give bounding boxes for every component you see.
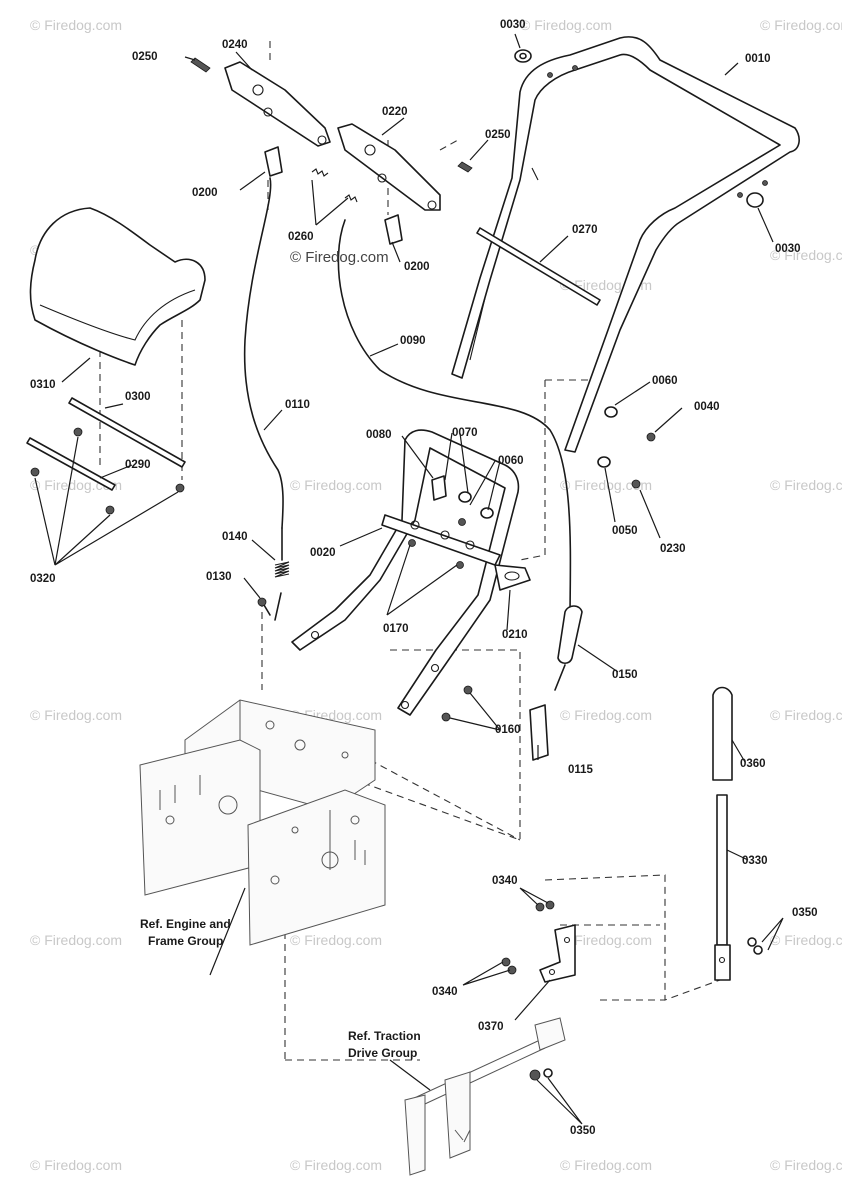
bracket-0210 xyxy=(494,564,531,591)
callout-0040: 0040 xyxy=(694,401,720,413)
watermark-faint: © Firedog.com xyxy=(520,17,612,33)
callout-0350: 0350 xyxy=(570,1125,596,1137)
firedog-watermark: © Firedog.com xyxy=(290,249,389,266)
watermark-faint: © Firedog.com xyxy=(770,1157,842,1173)
screws-0320 xyxy=(30,427,185,515)
rod-0270 xyxy=(476,227,601,306)
callout-0200: 0200 xyxy=(404,261,430,273)
callout-0360: 0360 xyxy=(740,758,766,770)
callout-0250: 0250 xyxy=(132,51,158,63)
cable-0110 xyxy=(243,177,284,529)
callout-0050: 0050 xyxy=(612,525,638,537)
callout-0320: 0320 xyxy=(30,573,56,585)
callout-0080: 0080 xyxy=(366,429,392,441)
callout-0330: 0330 xyxy=(742,855,768,867)
callout-0030: 0030 xyxy=(775,243,801,255)
callout-0030: 0030 xyxy=(500,19,526,31)
watermark-faint: © Firedog.com xyxy=(770,932,842,948)
callout-0300: 0300 xyxy=(125,391,151,403)
callout-0160: 0160 xyxy=(495,724,521,736)
ref-engine-frame-label: Frame Group xyxy=(148,934,223,948)
ref-engine-frame-label: Ref. Engine and xyxy=(140,917,231,931)
callout-0150: 0150 xyxy=(612,669,638,681)
crank-grip-0360 xyxy=(712,686,733,781)
grip-0150 xyxy=(554,605,583,691)
watermark-faint: © Firedog.com xyxy=(770,477,842,493)
clip-0115 xyxy=(529,704,549,761)
callout-0370: 0370 xyxy=(478,1021,504,1033)
callout-0020: 0020 xyxy=(310,547,336,559)
watermark-faint: © Firedog.com xyxy=(770,247,842,263)
engine-frame-group xyxy=(139,699,386,946)
watermark-faint: © Firedog.com xyxy=(290,1157,382,1173)
bushings-0030 xyxy=(514,49,764,208)
watermark-faint: © Firedog.com xyxy=(560,932,652,948)
callout-0010: 0010 xyxy=(745,53,771,65)
brackets-0200 xyxy=(264,146,403,245)
watermark-faint: © Firedog.com xyxy=(760,17,842,33)
ref-traction-drive-label: Ref. Traction xyxy=(348,1029,421,1043)
watermark-faint: © Firedog.com xyxy=(560,707,652,723)
callout-0260: 0260 xyxy=(288,231,314,243)
callout-0250: 0250 xyxy=(485,129,511,141)
callout-0270: 0270 xyxy=(572,224,598,236)
callout-0130: 0130 xyxy=(206,571,232,583)
callout-0090: 0090 xyxy=(400,335,426,347)
lower-handle-0020 xyxy=(291,429,520,716)
hardware-fasteners xyxy=(408,406,656,722)
rods-0300-0290 xyxy=(26,397,186,491)
callout-0200: 0200 xyxy=(192,187,218,199)
control-lever-0240 xyxy=(224,61,331,147)
crank-rod-0330 xyxy=(714,794,731,981)
screws-0250 xyxy=(190,57,473,173)
watermark-faint: © Firedog.com xyxy=(30,932,122,948)
callout-0110: 0110 xyxy=(285,399,310,411)
watermark-faint: © Firedog.com xyxy=(770,707,842,723)
callout-0060: 0060 xyxy=(652,375,678,387)
callout-0340: 0340 xyxy=(492,875,518,887)
callout-0060: 0060 xyxy=(498,455,524,467)
control-lever-0220 xyxy=(337,123,441,211)
watermark-faint: © Firedog.com xyxy=(290,932,382,948)
springs-0260 xyxy=(311,168,358,203)
callout-0220: 0220 xyxy=(382,106,408,118)
ref-traction-drive-label: Drive Group xyxy=(348,1046,417,1060)
watermark-faint: © Firedog.com xyxy=(560,477,652,493)
watermark-faint: © Firedog.com xyxy=(30,17,122,33)
hardware-0340-0350 xyxy=(501,900,763,1081)
leader-lines xyxy=(34,33,784,1125)
watermark-faint: © Firedog.com xyxy=(30,1157,122,1173)
callout-0310: 0310 xyxy=(30,379,56,391)
console-cover-0310 xyxy=(29,207,206,366)
traction-drive-group xyxy=(404,1017,566,1176)
callout-0210: 0210 xyxy=(502,629,528,641)
callout-0240: 0240 xyxy=(222,39,248,51)
watermark-faint: © Firedog.com xyxy=(30,707,122,723)
callout-0230: 0230 xyxy=(660,543,686,555)
callout-0340: 0340 xyxy=(432,986,458,998)
upper-handle-0010 xyxy=(451,36,800,453)
bracket-0370 xyxy=(539,924,576,983)
callout-0290: 0290 xyxy=(125,459,151,471)
cable-0090 xyxy=(337,219,572,621)
callout-0350: 0350 xyxy=(792,907,818,919)
callout-0140: 0140 xyxy=(222,531,248,543)
reference-labels: Ref. Engine and Frame Group Ref. Tractio… xyxy=(140,917,421,1060)
watermark-faint: © Firedog.com xyxy=(290,477,382,493)
callout-labels: 0010 0030 0240 0250 0220 0250 0200 0260 … xyxy=(30,19,818,1137)
spring-0140 xyxy=(257,527,290,621)
callout-0170: 0170 xyxy=(383,623,409,635)
watermark-faint: © Firedog.com xyxy=(560,1157,652,1173)
callout-0115: 0115 xyxy=(568,764,594,776)
callout-0070: 0070 xyxy=(452,427,478,439)
